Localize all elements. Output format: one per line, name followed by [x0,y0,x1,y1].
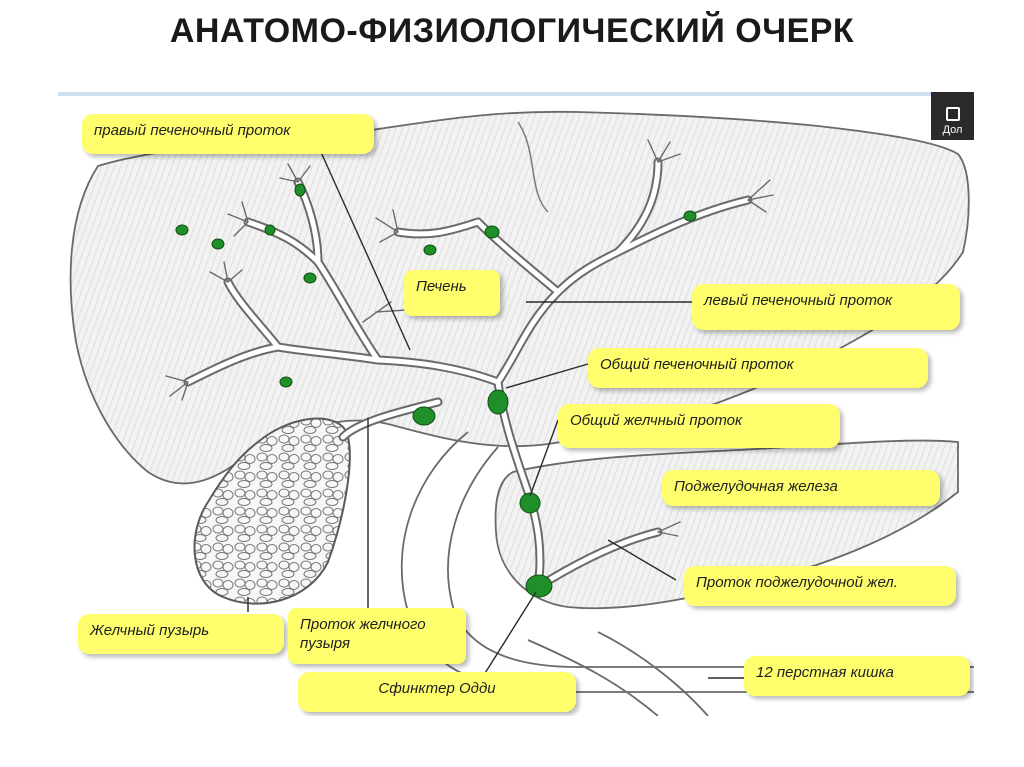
label-sphincter-oddi: Сфинктер Одди [298,672,576,712]
duct-node [487,389,509,415]
biliary-system-drawing [69,110,974,716]
gallbladder-shape [193,417,351,605]
anatomy-figure: Дол правый печеночный проток Печень левы… [58,92,974,716]
collapse-toolbar-button[interactable]: Дол [931,92,974,140]
label-gallbladder: Желчный пузырь [78,614,284,654]
duct-node [175,224,189,236]
label-left-hepatic-duct: левый печеночный проток [692,284,960,330]
toolbar-label: Дол [942,124,963,136]
label-pancreas: Поджелудочная железа [662,470,940,506]
duct-node [279,376,293,388]
label-liver: Печень [404,270,500,316]
label-duodenum: 12 перстная кишка [744,656,970,696]
duct-node [484,225,500,239]
duct-node [294,183,306,197]
duct-node [525,574,553,598]
figure-top-border [58,92,974,96]
duct-nodes [175,183,697,598]
duct-node [519,492,541,514]
duct-tree [165,139,774,592]
label-pancreatic-duct: Проток поджелудочной жел. [684,566,956,606]
leader-lines [247,149,744,679]
duct-node [264,224,276,236]
duct-node [683,210,697,222]
slide-title: АНАТОМО-ФИЗИОЛОГИЧЕСКИЙ ОЧЕРК [169,12,855,50]
duct-node [423,244,437,256]
label-common-bile-duct: Общий желчный проток [558,404,840,448]
label-right-hepatic-duct: правый печеночный проток [82,114,374,154]
label-cystic-duct: Проток желчного пузыря [288,608,466,664]
duct-node [412,406,436,426]
duct-node [303,272,317,284]
window-icon [945,107,960,121]
duct-node [211,238,225,250]
label-common-hepatic-duct: Общий печеночный проток [588,348,928,388]
